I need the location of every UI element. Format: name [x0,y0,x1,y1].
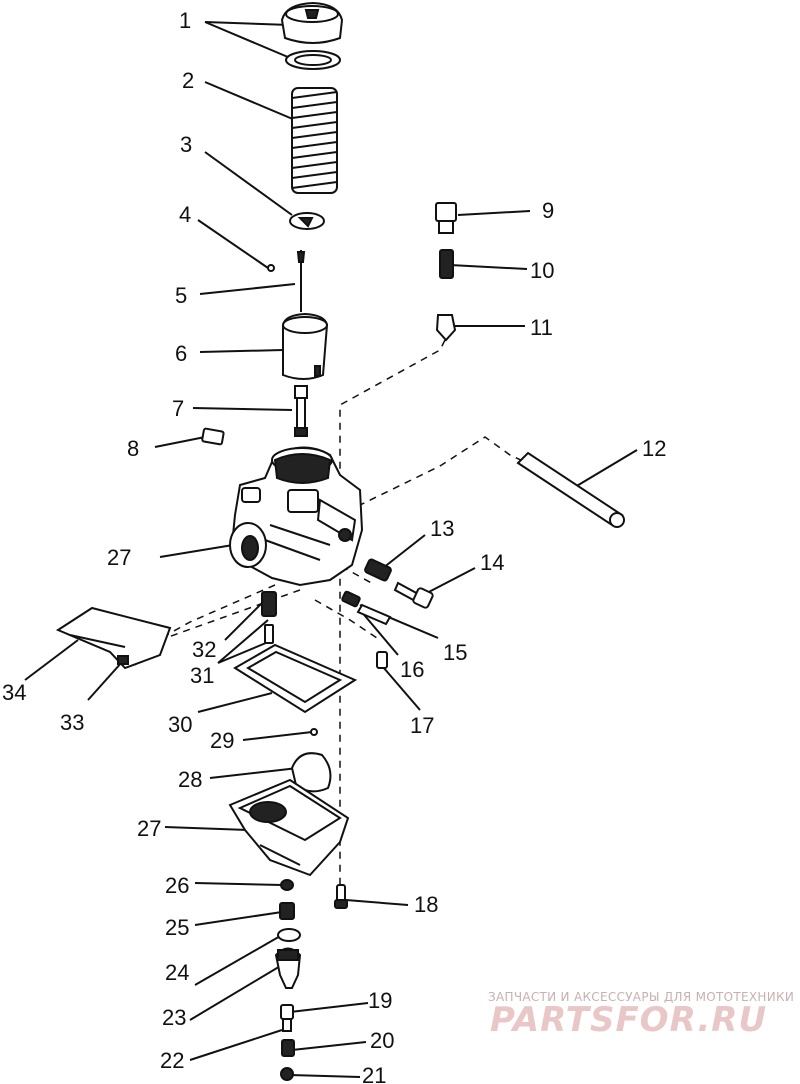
callout-16: 16 [400,657,424,682]
callout-29: 29 [210,728,234,753]
part-pilot-spring [341,590,361,608]
callout-19: 19 [368,988,392,1013]
callout-6: 6 [175,341,187,366]
part-needle-retainer [289,212,325,230]
callout-30: 30 [168,712,192,737]
part-float-pin [310,728,318,736]
part-carburetor-body [229,446,364,587]
part-overflow-tube [516,451,625,528]
part-float-bowl-gasket [233,643,358,714]
part-cable-adjuster [435,202,457,234]
callout-32: 32 [192,637,216,662]
part-throttle-slide [282,312,329,380]
part-starter-jet [376,651,388,669]
callout-33: 33 [60,710,84,735]
callout-25: 25 [165,915,189,940]
callout-1: 1 [179,8,191,33]
part-drain-fitting [280,1004,294,1032]
callout-22: 22 [160,1048,184,1073]
callout-7: 7 [172,396,184,421]
watermark-tagline: ЗАПЧАСТИ И АКСЕССУАРЫ ДЛЯ МОТОТЕХНИКИ [488,990,794,1004]
callout-20: 20 [370,1028,394,1053]
callout-11: 11 [530,315,553,340]
watermark-brand: PARTSFOR.RU [490,1000,767,1040]
part-spring [291,87,338,194]
callout-2: 2 [182,68,194,93]
callout-27-bowl: 27 [137,816,161,841]
part-drain-spring [281,1039,295,1057]
part-jet-needle [296,250,306,312]
callout-13: 13 [430,516,454,541]
leader-lines [24,21,638,1078]
callout-17: 17 [410,713,434,738]
part-idle-screw [393,581,434,609]
part-cable-fitting [435,314,457,342]
callout-21: 21 [362,1063,386,1084]
part-washer [280,879,294,891]
callout-23: 23 [162,1005,186,1030]
part-e-clip [267,264,275,272]
callout-31: 31 [190,663,214,688]
part-jet-holder [274,947,302,989]
part-bowl-screw [334,884,348,909]
part-float-bowl [228,778,350,877]
part-vent-fitting [201,427,225,446]
callout-34: 34 [2,680,26,705]
part-idle-spring [364,558,392,582]
part-cable-spring [439,249,454,279]
part-needle-jet [294,385,308,437]
callout-3: 3 [180,132,192,157]
part-drain-screw [280,1067,294,1081]
callout-5: 5 [175,283,187,308]
callout-labels: 1 2 3 4 5 6 7 8 9 10 11 12 13 14 15 16 1… [2,8,666,1084]
callout-10: 10 [530,258,554,283]
part-o-ring [277,928,301,942]
callout-14: 14 [480,550,504,575]
part-mounting-plate [55,606,172,670]
watermark: ЗАПЧАСТИ И АКСЕССУАРЫ ДЛЯ МОТОТЕХНИКИ PA… [488,990,794,1040]
callout-24: 24 [165,960,189,985]
callout-28: 28 [178,767,202,792]
callout-26: 26 [165,873,189,898]
part-pilot-jet [261,591,277,644]
callout-8: 8 [127,436,139,461]
callout-12: 12 [642,436,666,461]
part-pilot-screw [356,603,392,626]
callout-27-body: 27 [107,545,131,570]
callout-4: 4 [179,202,191,227]
part-main-jet [279,902,295,920]
callout-15: 15 [443,640,467,665]
part-top-cap [280,1,344,70]
callout-9: 9 [542,198,554,223]
callout-18: 18 [414,892,438,917]
